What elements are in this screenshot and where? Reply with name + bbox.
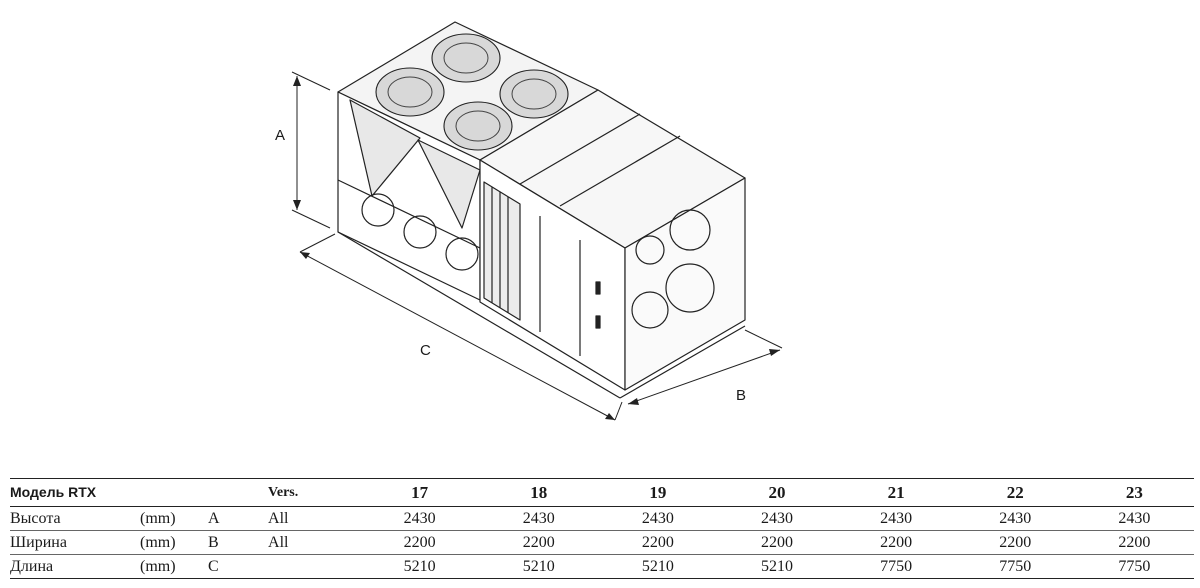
dimension-c-label: C (420, 342, 431, 359)
row-unit: (mm) (140, 530, 208, 555)
supply-fan-icon (665, 263, 715, 313)
table-cell: 2200 (717, 530, 837, 555)
size-header: 19 (598, 478, 718, 507)
table-cell: 7750 (955, 554, 1075, 579)
size-header: 17 (360, 478, 480, 507)
size-header: 23 (1074, 478, 1194, 507)
table-cell: 5210 (360, 554, 480, 579)
row-unit: (mm) (140, 554, 208, 579)
door-handle-icon (595, 315, 601, 329)
table-row: Высота (mm) A All 2430 2430 2430 2430 24… (10, 506, 1194, 531)
unit-isometric-drawing: A C B (275, 21, 783, 421)
door-handle-icon (595, 281, 601, 295)
row-vers: All (268, 506, 361, 531)
table-row: Длина (mm) C 5210 5210 5210 5210 7750 77… (10, 554, 1194, 579)
table-cell: 2430 (360, 506, 480, 531)
condenser-fan-icon (499, 69, 569, 119)
row-letter: B (208, 530, 269, 555)
row-letter: C (208, 554, 269, 579)
row-name: Длина (10, 554, 140, 579)
table-cell: 5210 (598, 554, 718, 579)
table-cell: 2200 (836, 530, 956, 555)
table-header-row: Модель RTX Vers. 17 18 19 20 21 22 23 (10, 478, 1194, 507)
size-header: 18 (479, 478, 599, 507)
table-row: Ширина (mm) B All 2200 2200 2200 2200 22… (10, 530, 1194, 555)
table-cell: 2200 (598, 530, 718, 555)
condenser-fan-icon (375, 67, 445, 117)
lower-fan-icon (361, 193, 395, 227)
condenser-fan-icon (431, 33, 501, 83)
dimension-a-label: A (275, 127, 285, 144)
table-cell: 2430 (1074, 506, 1194, 531)
table-cell: 5210 (479, 554, 599, 579)
v-coil-left (349, 99, 421, 197)
ahu-end-face (624, 177, 746, 391)
table-cell: 2200 (360, 530, 480, 555)
coil-grille (483, 181, 521, 321)
vers-header: Vers. (268, 478, 361, 507)
table-cell: 2430 (955, 506, 1075, 531)
row-name: Ширина (10, 530, 140, 555)
supply-fan-icon (669, 209, 711, 251)
lower-fan-icon (403, 215, 437, 249)
v-coil-right (417, 139, 481, 229)
table-cell: 2200 (479, 530, 599, 555)
table-cell: 7750 (1074, 554, 1194, 579)
row-vers: All (268, 530, 361, 555)
dimension-b-label: B (736, 387, 746, 404)
condenser-fan-icon (443, 101, 513, 151)
lower-fan-icon (445, 237, 479, 271)
table-cell: 2200 (955, 530, 1075, 555)
model-header: Модель RTX (10, 478, 269, 507)
row-vers (268, 554, 361, 579)
row-letter: A (208, 506, 269, 531)
table-cell: 2430 (479, 506, 599, 531)
row-unit: (mm) (140, 506, 208, 531)
table-cell: 2430 (836, 506, 956, 531)
size-header: 22 (955, 478, 1075, 507)
row-name: Высота (10, 506, 140, 531)
supply-fan-icon (635, 235, 665, 265)
table-cell: 2430 (717, 506, 837, 531)
table-cell: 7750 (836, 554, 956, 579)
table-cell: 2430 (598, 506, 718, 531)
table-cell: 2200 (1074, 530, 1194, 555)
dimensions-table: Модель RTX Vers. 17 18 19 20 21 22 23 Вы… (10, 478, 1194, 579)
size-header: 21 (836, 478, 956, 507)
table-cell: 5210 (717, 554, 837, 579)
size-header: 20 (717, 478, 837, 507)
supply-fan-icon (631, 291, 669, 329)
